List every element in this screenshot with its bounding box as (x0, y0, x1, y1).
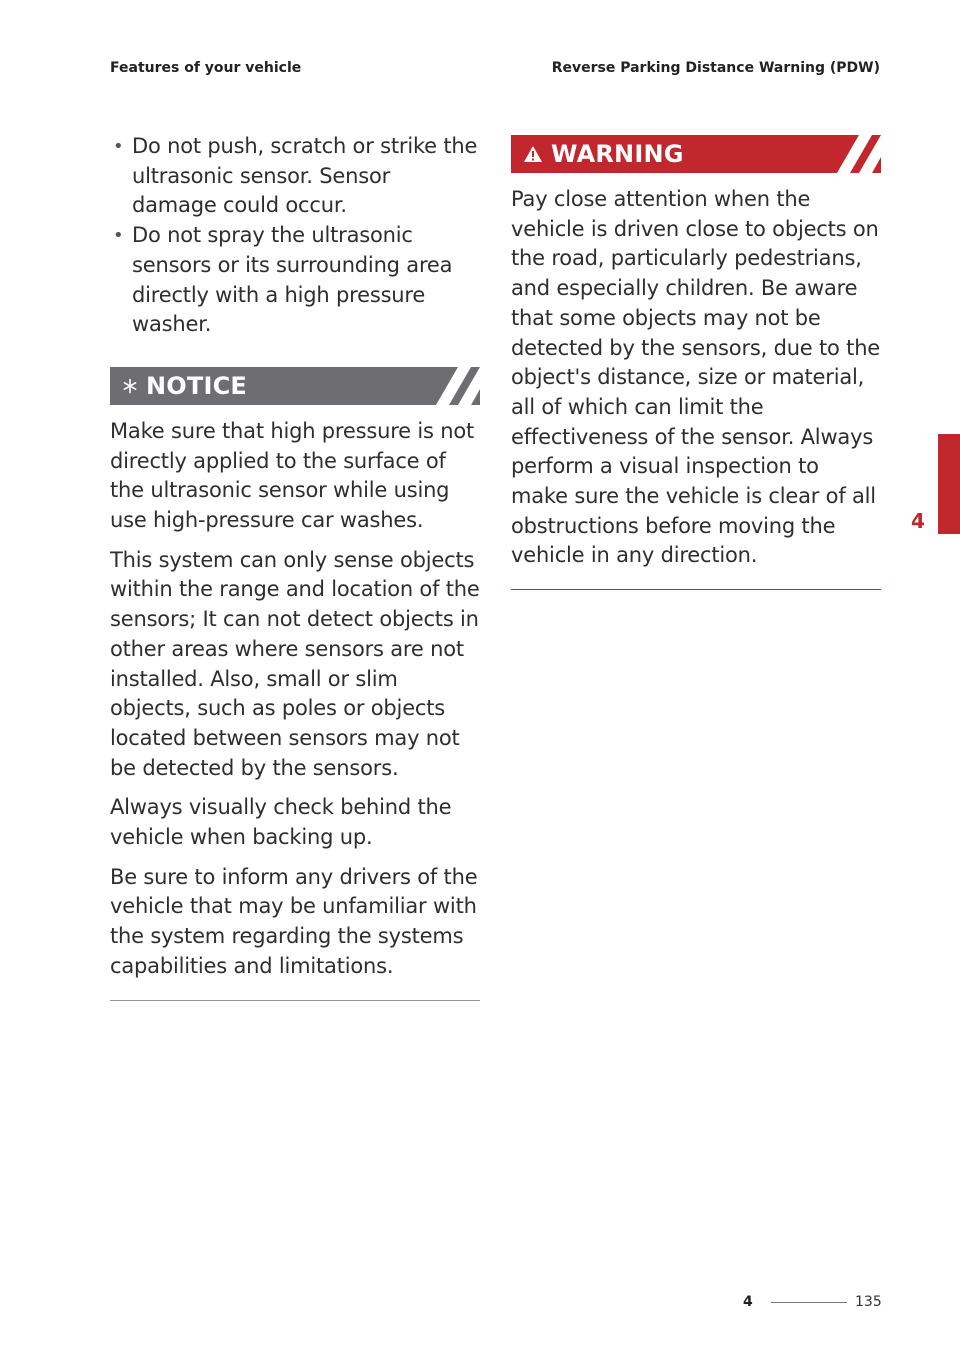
running-header-right: Reverse Parking Distance Warning (PDW) (551, 60, 880, 76)
banner-stripes (837, 135, 881, 173)
chapter-tab-number: 4 (911, 509, 925, 533)
notice-paragraph: Be sure to inform any drivers of the veh… (110, 864, 478, 978)
notice-end-rule (110, 999, 480, 1001)
running-header-left: Features of your vehicle (110, 60, 302, 76)
warning-banner: WARNING (511, 135, 881, 173)
notice-paragraph: Always visually check behind the vehicle… (110, 795, 452, 850)
warning-triangle-icon (523, 145, 543, 163)
bullet-item: Do not spray the ultrasonic sensors or i… (110, 221, 480, 340)
chapter-tab (938, 434, 960, 534)
footer-divider (771, 1302, 847, 1303)
notice-banner: NOTICE (110, 366, 480, 405)
notice-paragraph: Make sure that high pressure is not dire… (110, 418, 475, 533)
notice-paragraph: This system can only sense objects withi… (110, 547, 480, 780)
asterisk-icon (122, 378, 138, 394)
right-column: WARNING Pay close attention when the veh… (511, 135, 881, 591)
left-column: Do not push, scratch or strike the ultra… (110, 132, 480, 1001)
footer-chapter-number: 4 (743, 1294, 753, 1310)
bullet-item: Do not push, scratch or strike the ultra… (110, 132, 480, 221)
footer-page-number: 135 (855, 1294, 882, 1310)
warning-body: Pay close attention when the vehicle is … (511, 187, 881, 568)
banner-stripes (436, 366, 480, 405)
bullet-list: Do not push, scratch or strike the ultra… (110, 132, 480, 340)
notice-title: NOTICE (146, 371, 247, 400)
warning-title: WARNING (551, 140, 684, 168)
warning-end-rule (511, 589, 881, 591)
